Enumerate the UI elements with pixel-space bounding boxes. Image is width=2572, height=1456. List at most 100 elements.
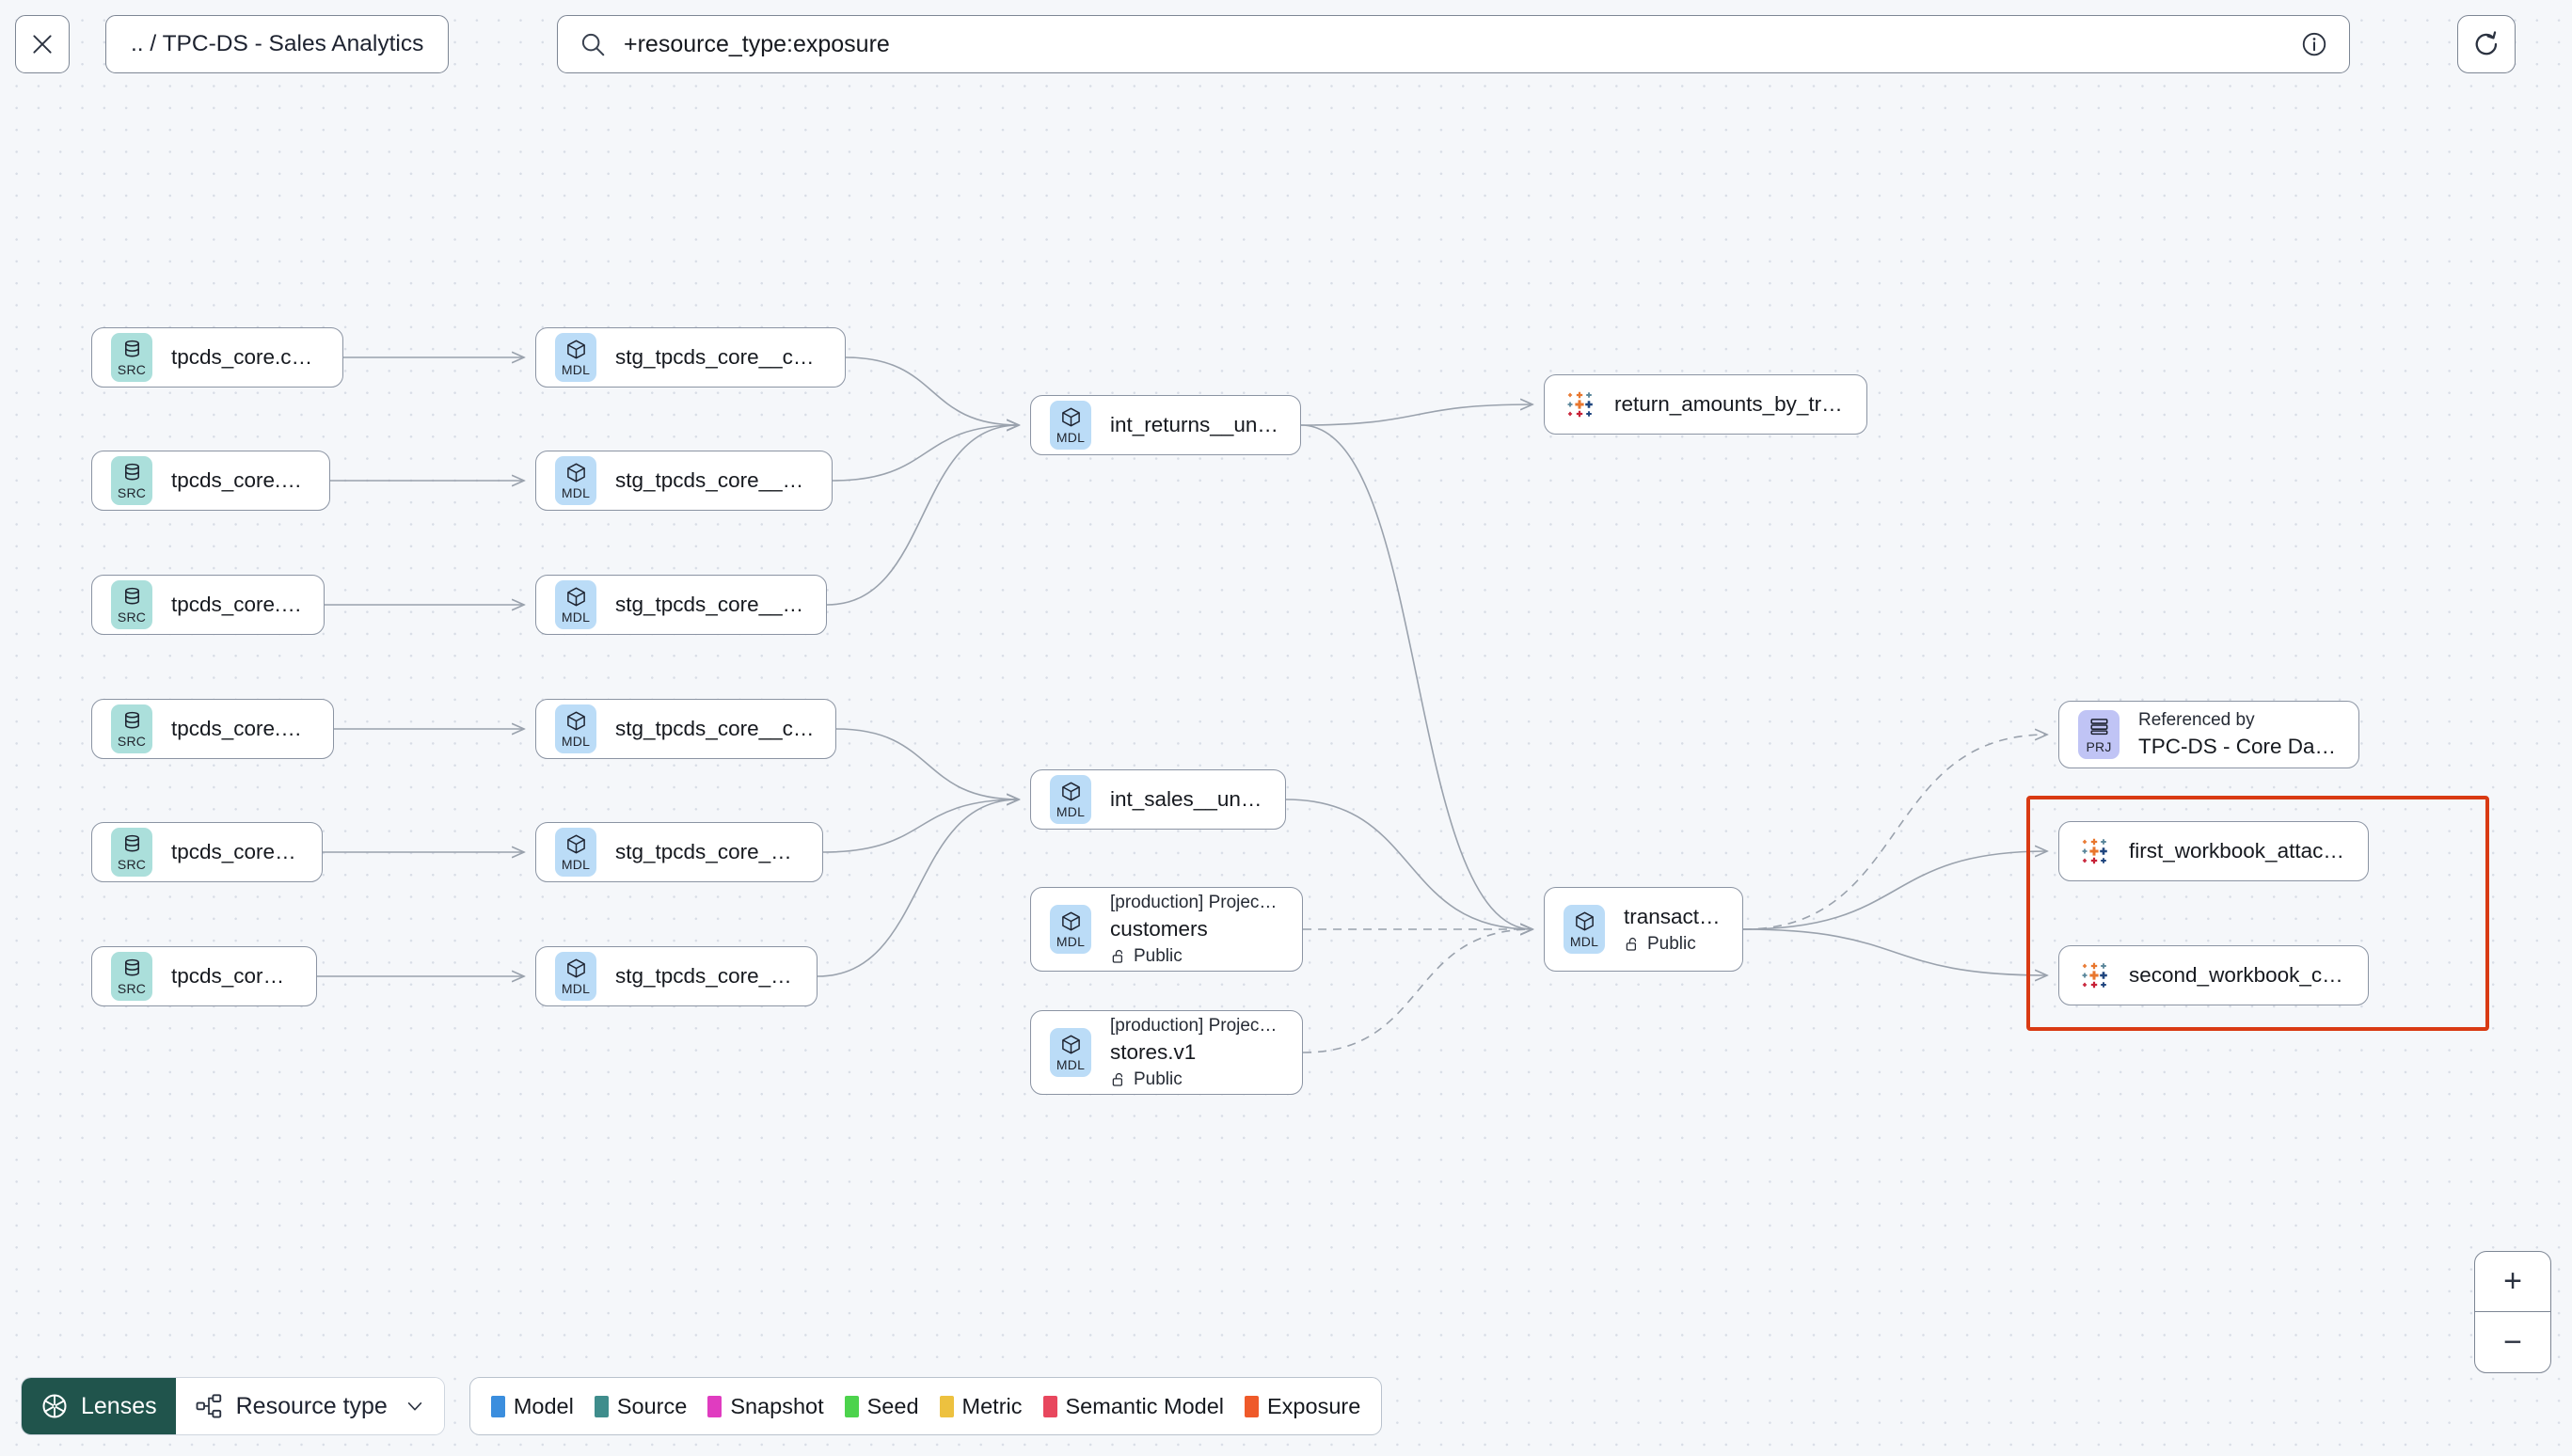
- legend-item-seed[interactable]: Seed: [844, 1393, 919, 1419]
- cube-icon: [1575, 911, 1594, 931]
- lenses-label: Lenses: [81, 1392, 157, 1419]
- close-button[interactable]: [15, 15, 70, 73]
- badge-label: MDL: [1056, 1057, 1086, 1072]
- node-title: second_workbook_connected_to_live…: [2129, 963, 2347, 987]
- node-labels: tpcds_core.store_returns: [171, 468, 309, 493]
- node-title: tpcds_core.catalog_returns: [171, 345, 322, 369]
- refresh-button[interactable]: [2457, 15, 2516, 73]
- graph-node-stores_v1[interactable]: MDL[production] Project: TPC-DS - Core D…: [1030, 1010, 1303, 1095]
- node-labels: tpcds_core.web_sales: [171, 964, 295, 989]
- graph-node-src_catalog_returns[interactable]: SRC tpcds_core.catalog_returns: [91, 327, 343, 388]
- legend-item-exposure[interactable]: Exposure: [1245, 1394, 1360, 1419]
- search-bar[interactable]: +resource_type:exposure: [557, 15, 2350, 73]
- node-type-badge-mdl: MDL: [555, 704, 596, 753]
- legend-item-source[interactable]: Source: [594, 1393, 688, 1419]
- graph-node-return_amounts[interactable]: return_amounts_by_transaction_type: [1544, 374, 1867, 435]
- legend-swatch: [707, 1395, 722, 1417]
- tableau-icon: [1567, 391, 1593, 418]
- node-type-badge-mdl: MDL: [1050, 775, 1091, 824]
- breadcrumb[interactable]: .. / TPC-DS - Sales Analytics: [105, 15, 450, 73]
- resource-type-dropdown[interactable]: Resource type: [175, 1378, 444, 1434]
- edge-stg_store_returns-to-int_returns: [832, 425, 1019, 482]
- zoom-controls: + −: [2474, 1251, 2551, 1373]
- node-type-badge-mdl: MDL: [555, 952, 596, 1001]
- node-title: tpcds_core.web_returns: [171, 593, 303, 616]
- node-labels: return_amounts_by_transaction_type: [1614, 392, 1846, 417]
- node-labels: stg_tpcds_core__store_sales: [615, 840, 802, 864]
- legend-swatch: [1042, 1395, 1057, 1417]
- node-subtitle: [production] Project: TPC-DS - Core Data…: [1110, 892, 1281, 912]
- legend-item-metric[interactable]: Metric: [939, 1394, 1023, 1419]
- node-labels: stg_tpcds_core__web_sales: [615, 964, 796, 989]
- edge-int_returns-to-return_amounts: [1300, 404, 1532, 426]
- node-labels: stg_tpcds_core__store_returns: [615, 468, 811, 493]
- graph-node-src_web_returns[interactable]: SRC tpcds_core.web_returns: [91, 575, 325, 635]
- zoom-out-button[interactable]: −: [2503, 1323, 2522, 1360]
- node-labels: tpcds_core.web_returns: [171, 593, 303, 617]
- lens-group: Lenses Resource type: [21, 1377, 445, 1435]
- info-icon[interactable]: [2300, 30, 2328, 58]
- search-input[interactable]: +resource_type:exposure: [624, 30, 890, 57]
- edge-stg_store_sales-to-int_sales: [822, 799, 1019, 853]
- graph-node-stg_catalog_sales[interactable]: MDL stg_tpcds_core__catalog_sales: [535, 699, 836, 759]
- cube-icon: [1061, 407, 1080, 427]
- node-title: return_amounts_by_transaction_type: [1614, 392, 1846, 416]
- legend-swatch: [594, 1395, 609, 1417]
- node-access-label: Public: [1134, 945, 1183, 966]
- node-labels: stg_tpcds_core__catalog_sales: [615, 717, 815, 741]
- legend-label: Seed: [866, 1393, 919, 1418]
- edge-stg_web_sales-to-int_sales: [817, 799, 1019, 977]
- legend-item-semantic-model[interactable]: Semantic Model: [1042, 1394, 1224, 1419]
- node-type-badge-mdl: MDL: [1050, 401, 1091, 450]
- badge-label: MDL: [1056, 934, 1086, 949]
- node-type-badge-mdl: MDL: [1050, 905, 1091, 954]
- node-type-badge-src: SRC: [111, 333, 152, 382]
- cube-icon: [566, 463, 585, 483]
- node-access: Public: [1110, 1069, 1281, 1090]
- graph-node-transactions[interactable]: MDLtransactions Public: [1544, 887, 1743, 972]
- badge-label: MDL: [1569, 934, 1599, 949]
- legend-item-snapshot[interactable]: Snapshot: [707, 1394, 824, 1419]
- zoom-in-button[interactable]: +: [2475, 1252, 2550, 1312]
- node-labels: stg_tpcds_core__catalog_returns: [615, 345, 824, 370]
- node-title: stg_tpcds_core__store_sales: [615, 840, 802, 863]
- node-labels: second_workbook_connected_to_live…: [2129, 963, 2347, 988]
- node-title: customers: [1110, 916, 1208, 941]
- legend-item-model[interactable]: Model: [490, 1394, 574, 1419]
- cube-icon: [1061, 911, 1080, 931]
- node-type-badge-prj: PRJ: [2078, 710, 2120, 759]
- badge-label: PRJ: [2086, 739, 2112, 754]
- badge-label: SRC: [117, 857, 147, 872]
- graph-node-second_workbook[interactable]: second_workbook_connected_to_live…: [2058, 945, 2369, 1005]
- node-title: transactions: [1624, 904, 1722, 928]
- edge-stores_v1-to-transactions: [1302, 929, 1532, 1053]
- graph-node-stg_web_sales[interactable]: MDL stg_tpcds_core__web_sales: [535, 946, 818, 1006]
- graph-node-first_workbook[interactable]: first_workbook_attached_to_tpc-ds_-_…: [2058, 821, 2369, 881]
- database-icon: [124, 834, 139, 852]
- top-toolbar: .. / TPC-DS - Sales Analytics +resource_…: [0, 0, 2572, 107]
- graph-node-customers[interactable]: MDL [production] Project: TPC-DS - Core D…: [1030, 887, 1303, 972]
- lenses-button[interactable]: Lenses: [22, 1378, 176, 1434]
- graph-node-stg_web_returns[interactable]: MDL stg_tpcds_core__web_returns: [535, 575, 827, 635]
- node-type-badge-src: SRC: [111, 580, 152, 629]
- node-type-badge-mdl: MDL: [555, 580, 596, 629]
- node-title: stg_tpcds_core__catalog_returns: [615, 345, 824, 369]
- node-title: tpcds_core.web_sales: [171, 964, 295, 988]
- node-type-badge-src: SRC: [111, 704, 152, 753]
- node-title: stg_tpcds_core__web_returns: [615, 593, 805, 616]
- legend-label: Source: [616, 1393, 688, 1418]
- project-box-icon: [2089, 719, 2108, 736]
- edge-transactions-to-second_workbook: [1742, 928, 2047, 975]
